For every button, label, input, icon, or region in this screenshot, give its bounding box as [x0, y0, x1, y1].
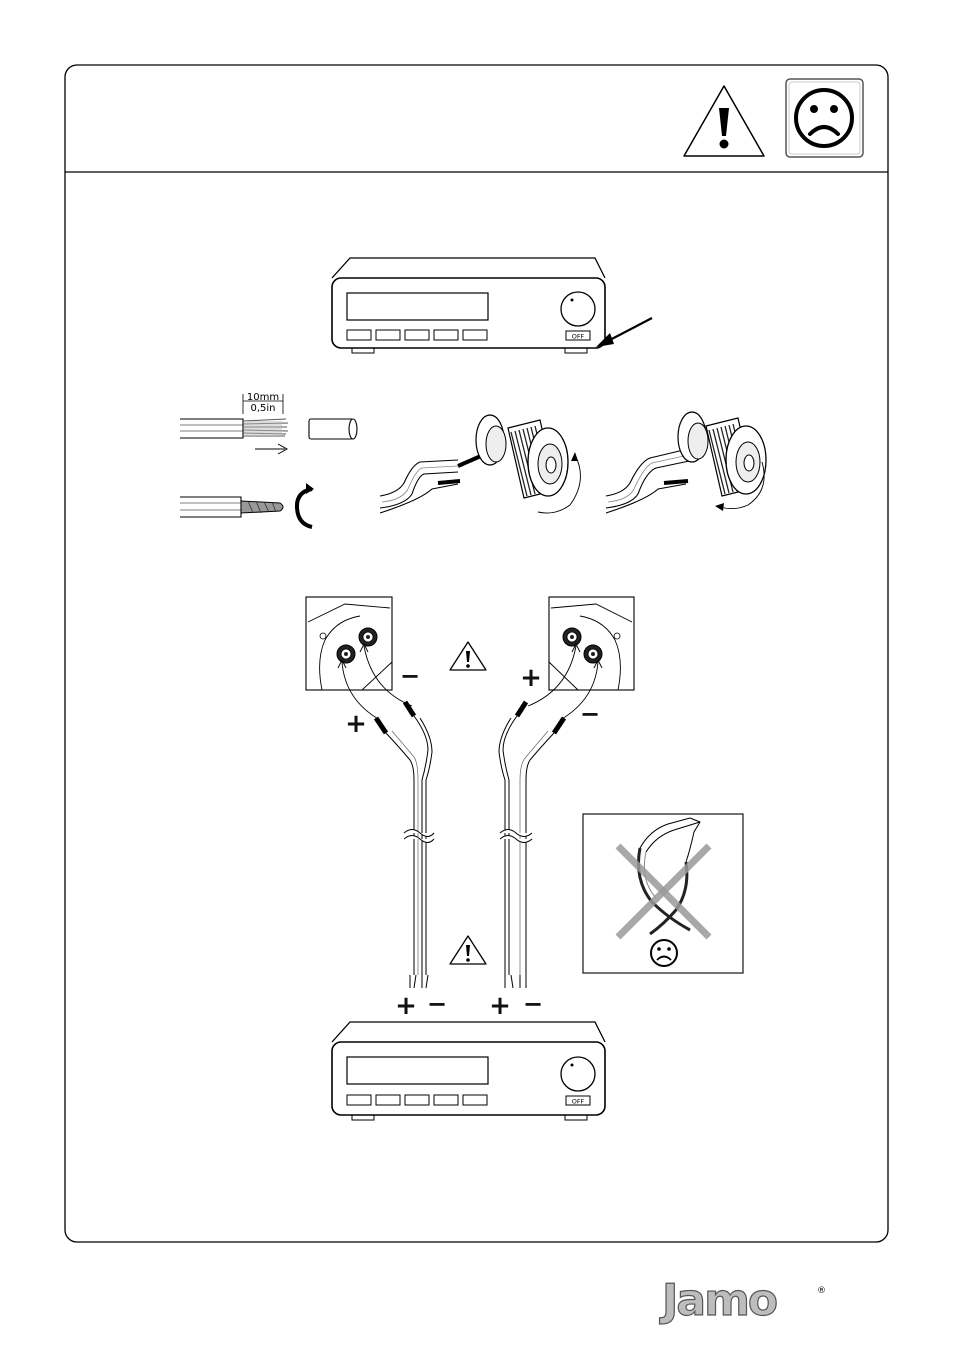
off-button-bottom-label: OFF: [572, 1098, 585, 1106]
strip-length-mm: 10mm: [247, 392, 279, 403]
amp-left-plus: +: [395, 991, 417, 1021]
off-button-top-label: OFF: [572, 333, 585, 341]
incorrect-connection-panel: [583, 814, 743, 973]
warning-icon-amplifier: [450, 936, 486, 964]
jamo-logo: Jamo ®: [659, 1275, 826, 1326]
left-speaker-plus: +: [345, 709, 367, 739]
warning-icon: [684, 86, 764, 156]
right-speaker-minus: −: [580, 700, 600, 728]
left-speaker-terminals: [306, 597, 412, 720]
amp-right-minus: −: [523, 990, 543, 1018]
sad-face-icon: [786, 79, 863, 157]
amplifier-top: OFF: [332, 258, 605, 353]
warning-icon-speakers: [450, 642, 486, 670]
left-speaker-minus: −: [400, 662, 420, 690]
twist-arrow-icon: [297, 489, 312, 527]
sad-face-small-icon: [651, 940, 677, 966]
binding-post-tightened: [606, 412, 766, 513]
right-speaker-plus: +: [520, 663, 542, 693]
left-speaker-cable: [376, 702, 434, 988]
strip-length-in: 0,5in: [250, 403, 275, 414]
amp-left-minus: −: [427, 990, 447, 1018]
amplifier-bottom: OFF: [332, 1022, 605, 1120]
right-speaker-cable: [499, 702, 564, 988]
amp-right-plus: +: [489, 991, 511, 1021]
brand-name: Jamo: [659, 1275, 777, 1326]
brand-registered-mark: ®: [817, 1286, 826, 1296]
wire-twist-step: [180, 483, 314, 527]
wire-strip-step: 10mm 0,5in: [180, 392, 357, 454]
binding-post-insert: [380, 415, 580, 513]
